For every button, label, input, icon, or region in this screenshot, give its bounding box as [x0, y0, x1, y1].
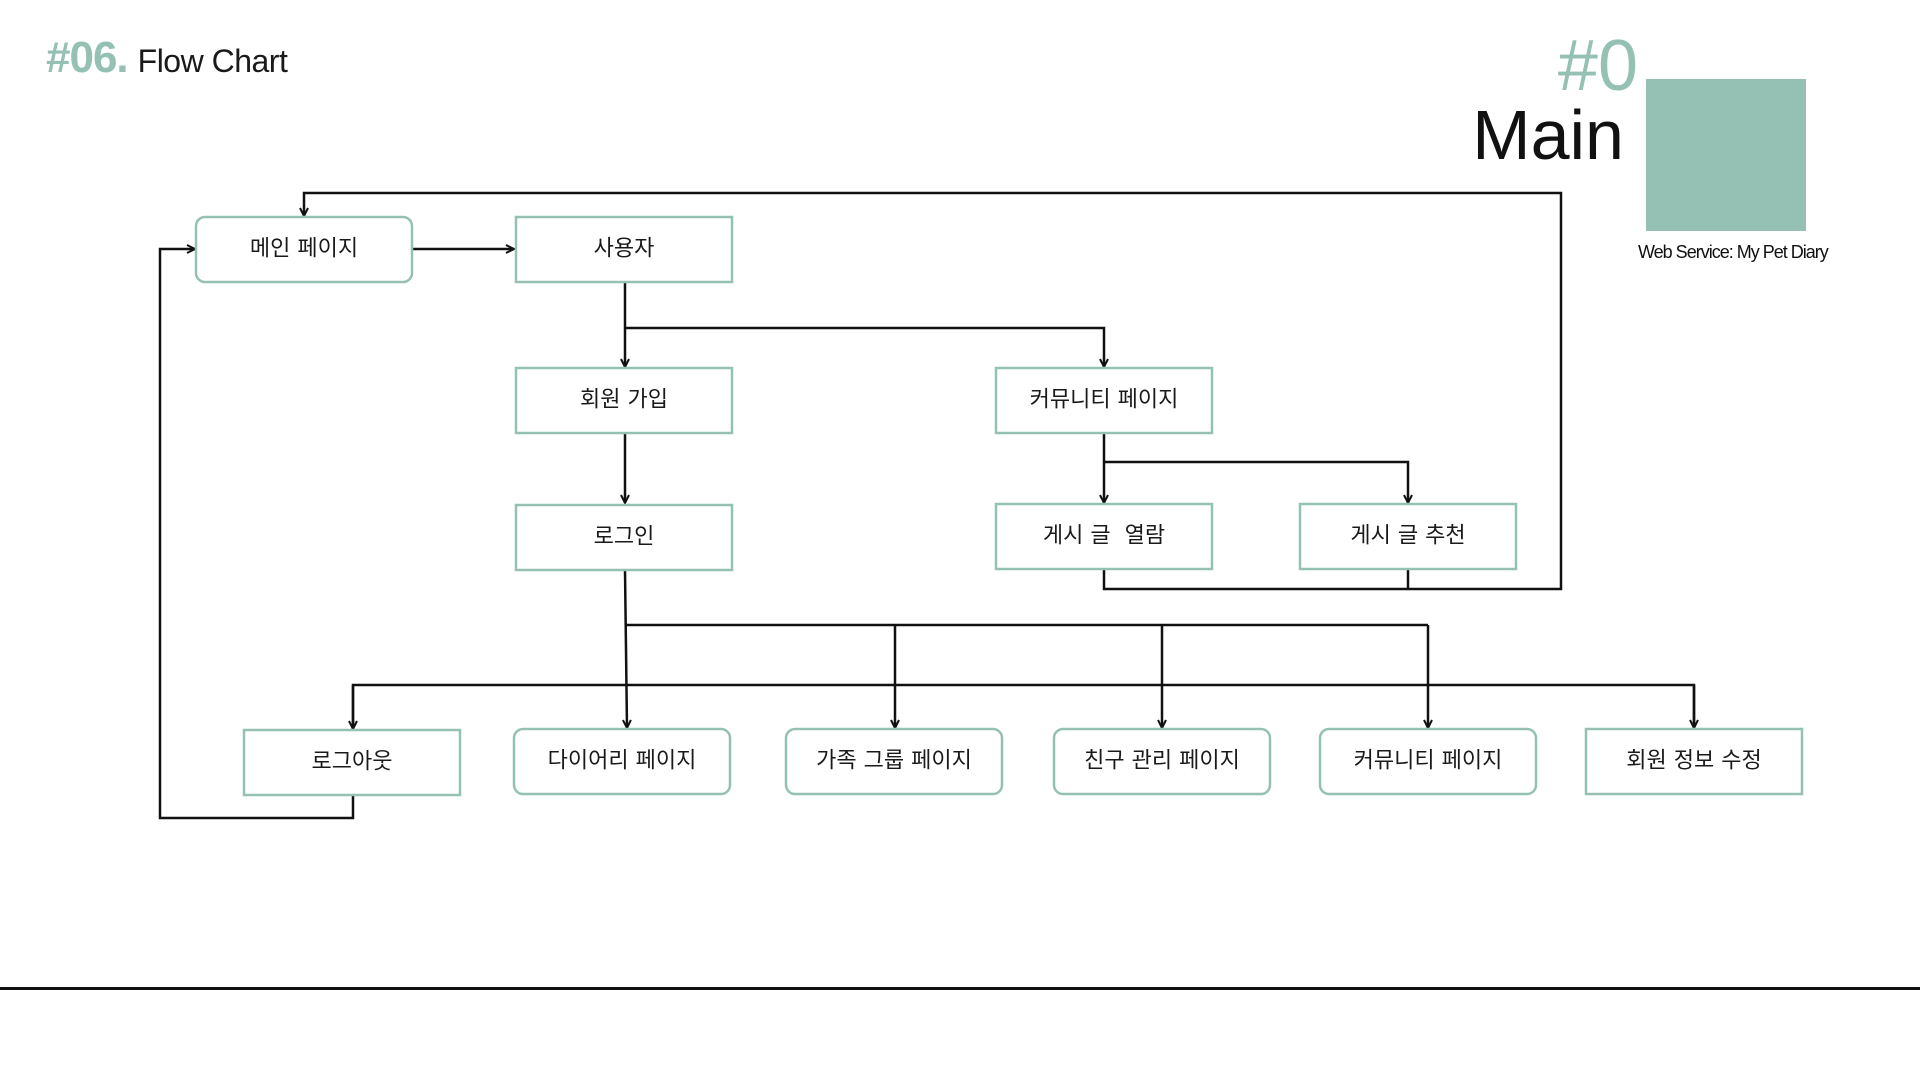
node-login-label: 로그인: [594, 525, 655, 550]
node-community-2-box: [1318, 727, 1538, 796]
node-post-recommend-label: 게시 글 추천: [1350, 524, 1465, 549]
node-post-view-box: [994, 502, 1214, 571]
node-login: 로그인: [514, 503, 734, 572]
node-main-page: 메인 페이지: [194, 215, 414, 284]
node-friends-box: [1052, 727, 1272, 796]
node-friends: 친구 관리 페이지: [1052, 727, 1272, 796]
page-title: Main: [1472, 96, 1624, 174]
node-main-page-label: 메인 페이지: [250, 237, 358, 262]
node-community-label: 커뮤니티 페이지: [1030, 388, 1179, 413]
edge-posts-to-main: [304, 191, 1563, 591]
node-logout: 로그아웃: [242, 728, 462, 797]
node-post-view: 게시 글 열람: [994, 502, 1214, 571]
edge-login-to-diary: [625, 569, 627, 728]
node-user-box: [514, 215, 734, 284]
node-profile-edit-box: [1584, 727, 1804, 796]
page-number: #0: [1557, 26, 1638, 106]
accent-square: [1646, 79, 1806, 231]
section-number: #06.: [46, 33, 129, 82]
bottom-divider: [0, 987, 1920, 990]
node-friends-label: 친구 관리 페이지: [1084, 749, 1240, 774]
node-family-group-box: [784, 727, 1004, 796]
node-user-label: 사용자: [594, 237, 655, 262]
service-caption: Web Service: My Pet Diary: [1638, 242, 1829, 262]
node-logout-label: 로그아웃: [312, 750, 393, 775]
node-post-recommend-box: [1298, 502, 1518, 571]
node-family-group-label: 가족 그룹 페이지: [816, 749, 972, 774]
node-post-recommend: 게시 글 추천: [1298, 502, 1518, 571]
node-logout-box: [242, 728, 462, 797]
node-post-view-label: 게시 글 열람: [1043, 524, 1165, 549]
node-diary: 다이어리 페이지: [512, 727, 732, 796]
node-diary-box: [512, 727, 732, 796]
edge-community-to-post-recommend: [1104, 460, 1408, 503]
node-signup-box: [514, 366, 734, 435]
node-main-page-box: [194, 215, 414, 284]
section-label: Flow Chart: [137, 43, 288, 79]
edge-user-to-community: [625, 326, 1104, 367]
node-login-box: [514, 503, 734, 572]
node-community-2-label: 커뮤니티 페이지: [1354, 749, 1503, 774]
section-title: #06. Flow Chart: [46, 33, 288, 83]
node-signup: 회원 가입: [514, 366, 734, 435]
node-family-group: 가족 그룹 페이지: [784, 727, 1004, 796]
node-community-box: [994, 366, 1214, 435]
node-community-2: 커뮤니티 페이지: [1318, 727, 1538, 796]
edge-login-to-logout-and-profile: [351, 683, 1696, 729]
node-diary-label: 다이어리 페이지: [548, 749, 697, 774]
node-community: 커뮤니티 페이지: [994, 366, 1214, 435]
node-profile-edit-label: 회원 정보 수정: [1626, 749, 1761, 774]
node-profile-edit: 회원 정보 수정: [1584, 727, 1804, 796]
node-signup-label: 회원 가입: [580, 388, 668, 413]
node-user: 사용자: [514, 215, 734, 284]
edge-logout-to-main: [158, 249, 355, 820]
connectors: [158, 191, 1696, 820]
